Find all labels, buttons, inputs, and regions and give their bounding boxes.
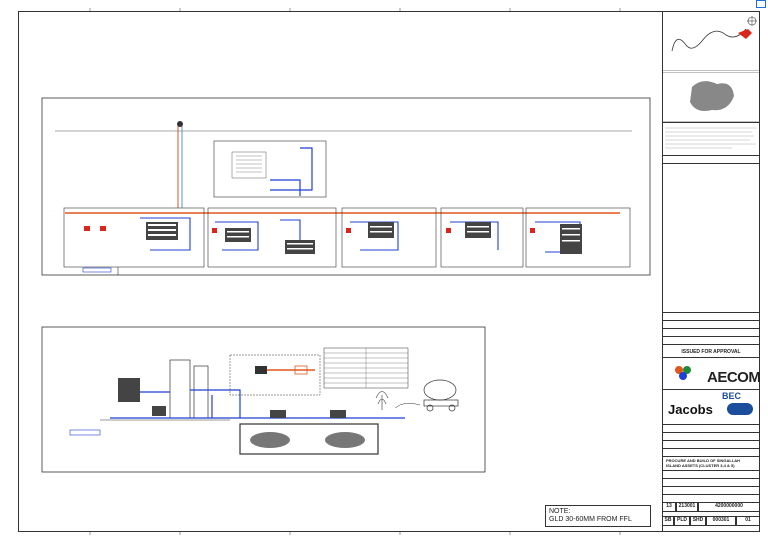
- tb-line: [662, 320, 760, 321]
- upper-schematic-panel: [41, 97, 651, 276]
- key-plan: [662, 72, 760, 122]
- tb-line: [662, 312, 760, 313]
- tb-line: [662, 328, 760, 329]
- tb-line: [662, 448, 760, 449]
- note-text: GLD 30-60MM FROM FFL: [549, 516, 632, 523]
- tb-line: [662, 440, 760, 441]
- code-cell-2: PLD: [674, 516, 690, 526]
- control-panel-box: [213, 140, 327, 198]
- tb-line: [662, 344, 760, 345]
- tb-line: [662, 336, 760, 337]
- jacobs-logo: Jacobs: [668, 402, 713, 417]
- tb-line: [662, 389, 760, 390]
- tb-line: [662, 494, 760, 495]
- notes-lines: [665, 127, 757, 149]
- title-block: [662, 11, 760, 532]
- sheet-count-cell: 13: [662, 502, 676, 512]
- tb-line: [662, 357, 760, 358]
- note-box: NOTE: GLD 30-60MM FROM FFL: [545, 505, 651, 527]
- issued-status: ISSUED FOR APPROVAL: [681, 349, 741, 355]
- controller-box: [229, 354, 321, 396]
- tb-line: [662, 486, 760, 487]
- drawing-frame: [18, 11, 760, 532]
- tb-line: [662, 424, 760, 425]
- tb-line: [662, 432, 760, 433]
- revision-cell: 01: [736, 516, 760, 526]
- note-title: NOTE:: [549, 508, 571, 515]
- code-cell-1: SB: [662, 516, 674, 526]
- notes-divider: [662, 122, 760, 123]
- aecom-logo: AECOM: [707, 369, 761, 386]
- tree-icon: [375, 391, 389, 410]
- drawing-number-cell: 000301: [706, 516, 736, 526]
- tb-line: [662, 478, 760, 479]
- compass-icon: [747, 16, 757, 26]
- project-number-cell: 213001: [676, 502, 698, 512]
- code-cell-3: SHD: [690, 516, 706, 526]
- lower-schematic-panel: [41, 326, 486, 473]
- bec-logo: BEC: [722, 391, 742, 401]
- tank-truck-icon: [423, 379, 459, 412]
- tb-line: [662, 163, 760, 164]
- location-map-icon: [662, 11, 760, 71]
- client-logo-icon: [675, 366, 691, 380]
- corner-button[interactable]: [756, 0, 766, 8]
- project-title-line1: PROCURE AND BUILD OF SINGALLAH: [666, 458, 741, 463]
- tb-line: [662, 456, 760, 457]
- project-title-line2: ISLAND ASSETS (CLUSTER 3,4 & 5): [666, 463, 735, 468]
- partner-logo-icon: [727, 403, 753, 415]
- tb-line: [662, 470, 760, 471]
- contract-number-cell: 4200000000: [698, 502, 760, 512]
- tb-line: [662, 155, 760, 156]
